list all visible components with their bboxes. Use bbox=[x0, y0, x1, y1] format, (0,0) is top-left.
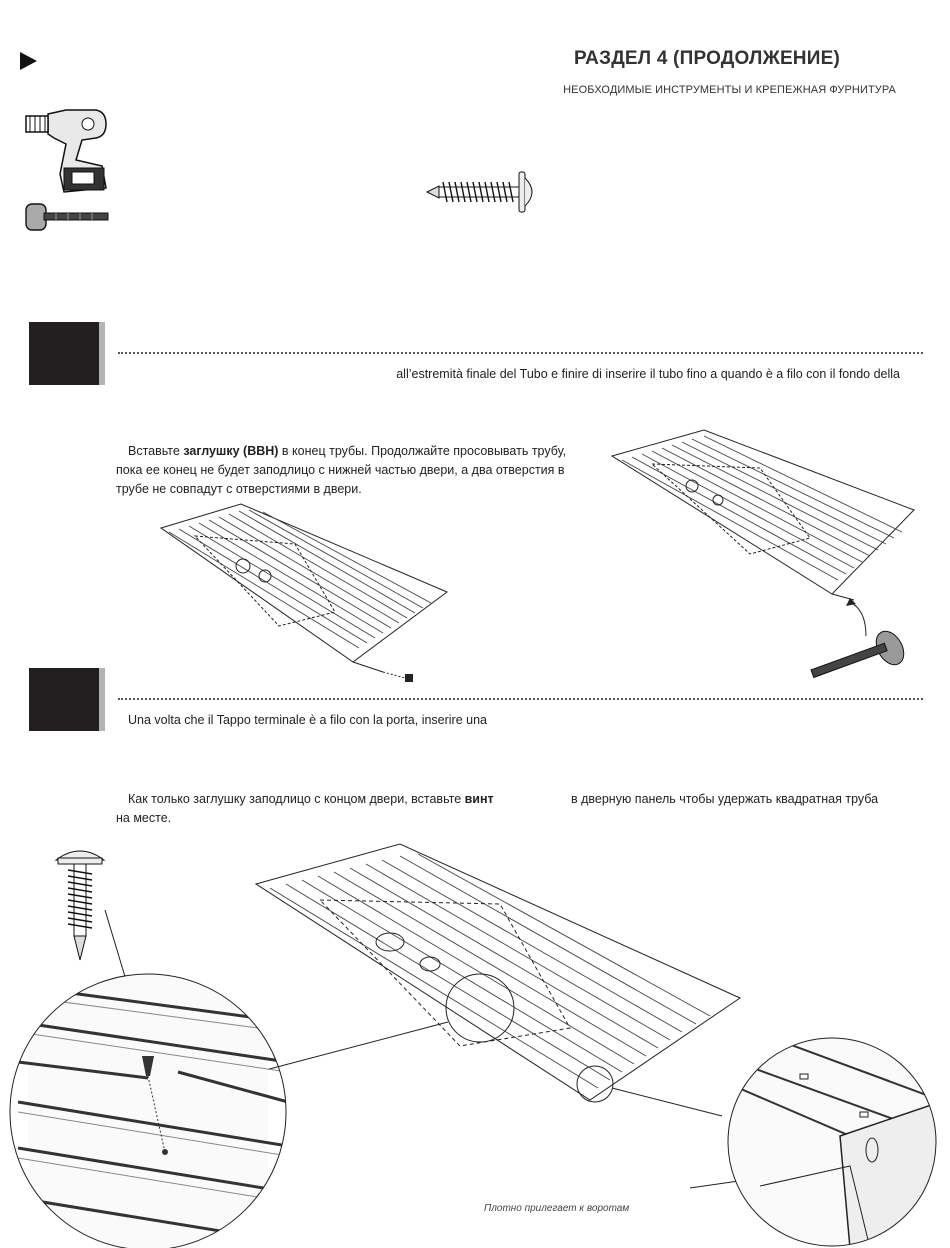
zoom-detail-right bbox=[727, 1037, 937, 1247]
step-1-text-bold: заглушку (BBH) bbox=[183, 444, 279, 458]
door-panel-illustration-right bbox=[610, 429, 915, 679]
page-title: РАЗДЕЛ 4 (ПРОДОЛЖЕНИЕ) bbox=[573, 48, 840, 69]
door-panel-illustration-main bbox=[254, 843, 742, 1103]
step-2-instructions: Как только заглушку заподлицо с концом д… bbox=[116, 790, 916, 828]
step-2-italian-text: Una volta che il Tappo terminale è a fil… bbox=[128, 713, 488, 727]
screw-icon bbox=[425, 171, 533, 213]
screw-vertical-icon bbox=[54, 850, 106, 961]
step-2-text-prefix: Как только заглушку заподлицо с концом д… bbox=[128, 792, 465, 806]
step-box-2 bbox=[29, 668, 105, 731]
zoom-detail-left bbox=[9, 973, 287, 1248]
step-1-instructions: Вставьте заглушку (BBH) в конец трубы. П… bbox=[116, 442, 576, 499]
drill-icon bbox=[25, 109, 107, 193]
step-2-text-line2: на месте. bbox=[116, 811, 172, 825]
play-arrow-icon bbox=[20, 52, 37, 70]
step-2-text-bold: винт bbox=[464, 792, 494, 806]
page-subtitle: НЕОБХОДИМЫЕ ИНСТРУМЕНТЫ И КРЕПЕЖНАЯ ФУРН… bbox=[563, 84, 896, 96]
step-1-divider bbox=[118, 352, 923, 354]
step-1-italian-text: all’estremità finale del Tubo e finire d… bbox=[396, 367, 900, 381]
step-2-text-rest: в дверную панель чтобы удержать квадратн… bbox=[571, 792, 879, 806]
step-1-text-prefix: Вставьте bbox=[128, 444, 184, 458]
step-box-1 bbox=[29, 322, 105, 385]
fit-caption: Плотно прилегает к воротам bbox=[484, 1203, 630, 1214]
step-2-divider bbox=[118, 698, 923, 700]
door-panel-illustration-left bbox=[159, 503, 448, 682]
step-1-text-rest: в конец трубы. Продолжайте просовывать т… bbox=[116, 444, 567, 496]
mallet-icon bbox=[25, 203, 109, 231]
